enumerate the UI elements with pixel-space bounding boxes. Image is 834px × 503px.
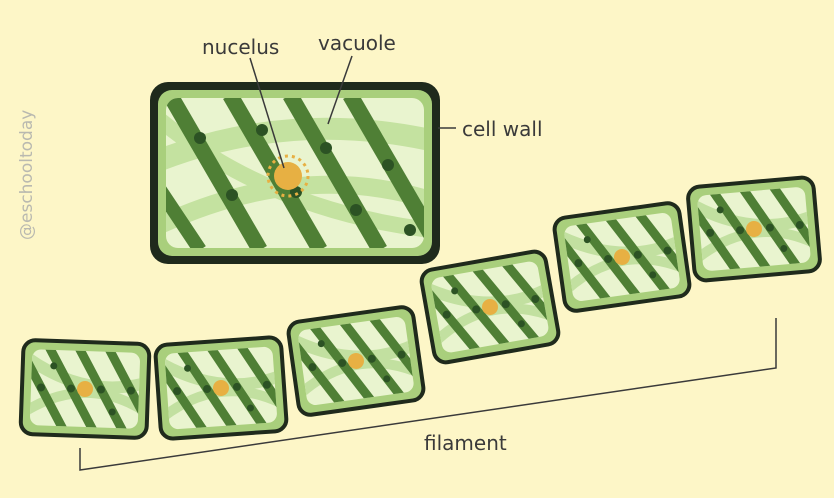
cell-wall-label: cell wall (462, 117, 543, 141)
enlarged-cell (140, 82, 440, 264)
filament-cell-6 (682, 176, 828, 282)
filament-cell-3 (282, 305, 432, 417)
filament-label: filament (424, 431, 507, 455)
nucleus-shape (274, 162, 302, 190)
vacuole-label: vacuole (318, 31, 396, 55)
nucleus-label: nucelus (202, 35, 279, 59)
filament-cell-1 (15, 340, 156, 439)
filament-cell-2 (150, 336, 294, 439)
watermark-text: @eschooltoday (17, 110, 37, 240)
filament-cell-5 (548, 201, 698, 313)
